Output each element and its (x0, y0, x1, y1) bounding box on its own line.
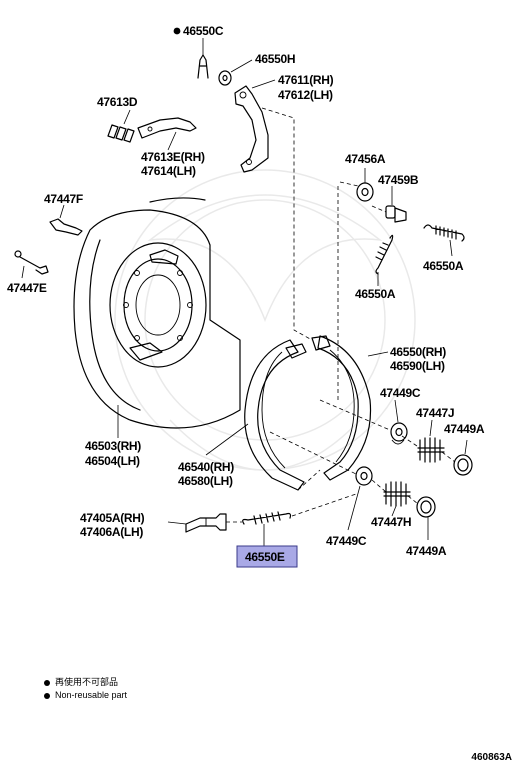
pin-47459b (385, 186, 407, 223)
pin-47447e (14, 250, 49, 279)
spring-46550e (242, 511, 292, 546)
label-46580-lh: 46580(LH) (178, 474, 233, 488)
label-47449a-lower: 47449A (406, 544, 447, 558)
label-47405a-rh: 47405A(RH) (80, 511, 145, 525)
spring-47447h (383, 481, 411, 517)
label-46550c: 46550C (183, 24, 224, 38)
legend-text-english: Non-reusable part (55, 690, 128, 700)
label-47449c-upper: 47449C (380, 386, 421, 400)
spring-46550a-lower (375, 234, 394, 286)
adjuster-strut-47613e (137, 117, 197, 151)
label-46550a-lower: 46550A (355, 287, 396, 301)
adjuster-47405a (167, 513, 227, 533)
label-46550h: 46550H (255, 52, 295, 66)
cup-47449a-upper (453, 439, 473, 476)
highlight-box-46550e (236, 545, 298, 568)
brake-shoe-front (205, 339, 307, 491)
spring-47447j (417, 419, 445, 463)
legend: 再使用不可部品 Non-reusable part (44, 676, 127, 702)
washer-47449c-lower (347, 466, 373, 531)
label-47449c-lower: 47449C (326, 534, 367, 548)
label-46590-lh: 46590(LH) (390, 359, 445, 373)
label-47447f: 47447F (44, 192, 83, 206)
label-47613e-rh: 47613E(RH) (141, 150, 205, 164)
label-47406a-lh: 47406A(LH) (80, 525, 143, 539)
label-47447h: 47447H (371, 515, 411, 529)
label-47456a: 47456A (345, 152, 386, 166)
label-47614-lh: 47614(LH) (141, 164, 196, 178)
clip-46550c (197, 54, 209, 79)
cup-47449a-lower (416, 496, 436, 540)
label-46550a-upper: 46550A (423, 259, 464, 273)
label-47449a-upper: 47449A (444, 422, 485, 436)
clip-47447f (49, 204, 83, 236)
brake-shoe-rear (311, 335, 389, 481)
non-reusable-bullet (173, 27, 181, 35)
label-46550-rh: 46550(RH) (390, 345, 446, 359)
assembly-lines (226, 107, 456, 523)
label-47447j: 47447J (416, 406, 454, 420)
label-47447e: 47447E (7, 281, 47, 295)
label-46503-rh: 46503(RH) (85, 439, 141, 453)
washer-47456a (356, 168, 374, 202)
washer-47449c-upper (390, 399, 408, 445)
bullet-icon (44, 692, 50, 699)
label-47459b: 47459B (378, 173, 419, 187)
bullet-icon (44, 679, 50, 686)
parking-brake-lever (234, 85, 269, 173)
label-46550e: 46550E (245, 550, 285, 564)
spring-46550a-upper (423, 224, 465, 257)
backing-plate (73, 197, 241, 438)
legend-row-japanese: 再使用不可部品 (44, 676, 127, 689)
label-47611-rh: 47611(RH) (278, 73, 334, 87)
label-47612-lh: 47612(LH) (278, 88, 333, 102)
legend-text-japanese: 再使用不可部品 (55, 677, 119, 687)
washer-46550h (218, 59, 253, 86)
diagram-code: 460863A (471, 752, 512, 763)
adjuster-set-47613d (107, 109, 135, 143)
label-47613d: 47613D (97, 95, 138, 109)
label-46540-rh: 46540(RH) (178, 460, 234, 474)
legend-row-english: Non-reusable part (44, 689, 127, 702)
label-46504-lh: 46504(LH) (85, 454, 140, 468)
